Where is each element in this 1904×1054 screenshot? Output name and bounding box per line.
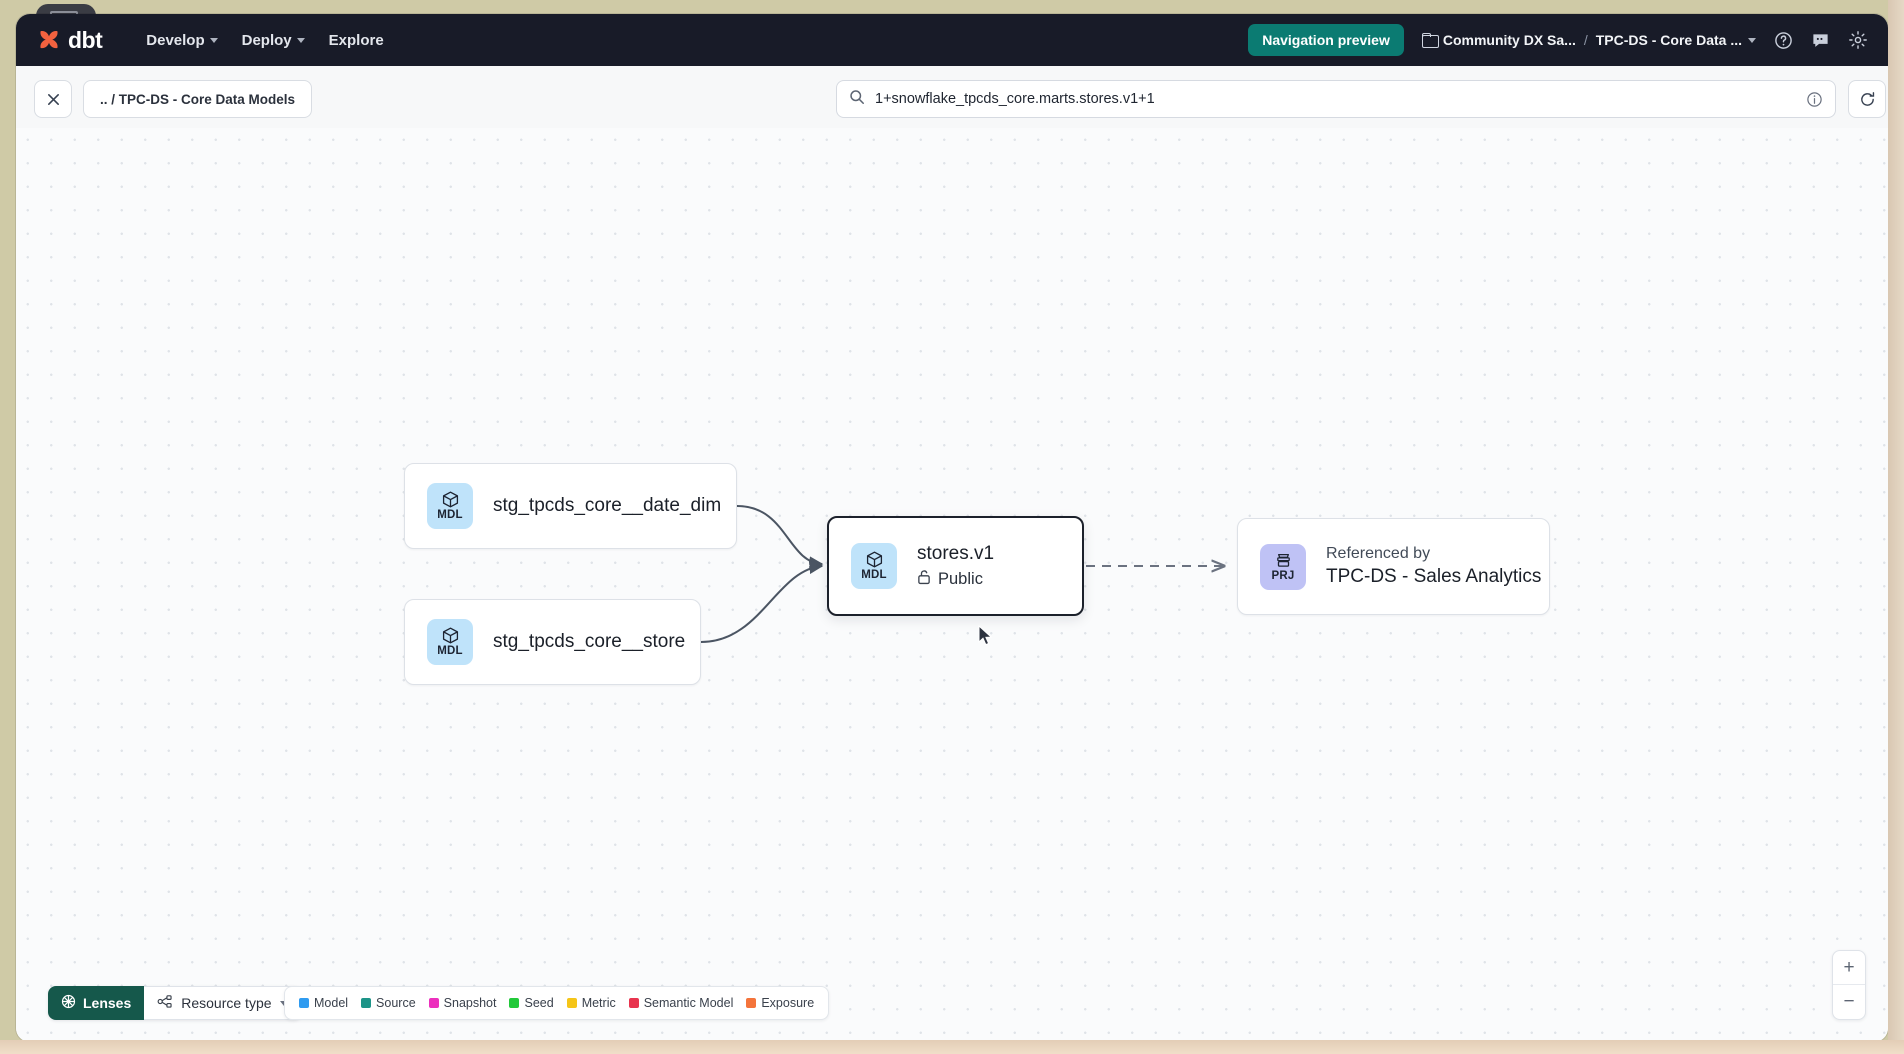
- breadcrumb-chip[interactable]: .. / TPC-DS - Core Data Models: [83, 80, 313, 118]
- resource-type-dropdown[interactable]: Resource type: [144, 986, 302, 1020]
- node-kicker: Referenced by: [1326, 545, 1431, 562]
- brand-text: dbt: [68, 26, 103, 53]
- nav-item-explore-label: Explore: [328, 31, 384, 49]
- node-label-wrap: Referenced by TPC-DS - Sales Analytics: [1326, 545, 1542, 588]
- edge-store-to-stores: [700, 560, 824, 643]
- model-badge-label: MDL: [861, 569, 887, 582]
- window-edge-bottom: [0, 1040, 1904, 1054]
- chevron-down-icon: [209, 37, 218, 43]
- legend-label: Snapshot: [443, 996, 497, 1010]
- nav-item-develop-label: Develop: [146, 31, 205, 49]
- search-icon: [849, 89, 865, 110]
- refresh-button[interactable]: [1848, 80, 1886, 118]
- legend-label: Seed: [524, 996, 554, 1010]
- legend-item-exposure[interactable]: Exposure: [746, 996, 814, 1010]
- edge-date-dim-to-stores: [736, 505, 824, 571]
- lineage-legend: Model Source Snapshot Seed Metric: [284, 986, 830, 1020]
- breadcrumb-project-label: TPC-DS - Core Data ...: [1595, 32, 1742, 48]
- node-label-wrap: stg_tpcds_core__store: [493, 631, 686, 653]
- resource-type-label: Resource type: [181, 995, 272, 1011]
- model-badge-label: MDL: [437, 509, 463, 522]
- model-badge-label: MDL: [437, 645, 463, 658]
- info-icon[interactable]: [1806, 91, 1823, 108]
- legend-label: Semantic Model: [643, 996, 734, 1010]
- feedback-icon[interactable]: [1811, 31, 1830, 50]
- legend-item-semantic-model[interactable]: Semantic Model: [628, 996, 734, 1010]
- legend-swatch: [628, 998, 639, 1008]
- node-title: stg_tpcds_core__date_dim: [493, 495, 722, 516]
- model-badge: MDL: [427, 619, 473, 665]
- legend-swatch: [509, 998, 520, 1008]
- breadcrumb-project[interactable]: TPC-DS - Core Data ...: [1596, 32, 1756, 48]
- breadcrumb: Community DX Sa... / TPC-DS - Core Data …: [1421, 32, 1756, 48]
- legend-item-model[interactable]: Model: [299, 996, 348, 1010]
- chevron-down-icon: [279, 1000, 288, 1006]
- project-badge: PRJ: [1260, 543, 1306, 590]
- node-access-badge: Public: [917, 569, 994, 590]
- dbt-mark-icon: [36, 27, 62, 53]
- lineage-node-model[interactable]: MDL stg_tpcds_core__store: [404, 599, 701, 685]
- lineage-node-model[interactable]: MDL stg_tpcds_core__date_dim: [404, 463, 737, 549]
- help-circle-icon[interactable]: [1774, 31, 1793, 50]
- node-access-label: Public: [938, 569, 983, 588]
- model-badge: MDL: [851, 543, 897, 589]
- unlock-icon: [917, 569, 931, 590]
- lineage-edges: [700, 505, 1888, 643]
- nav-item-deploy[interactable]: Deploy: [230, 26, 317, 55]
- app-frame: dbt Develop Deploy Explore Navigation pr…: [16, 14, 1888, 1042]
- lenses-button-label: Lenses: [83, 995, 132, 1011]
- breadcrumb-account[interactable]: Community DX Sa...: [1421, 32, 1576, 48]
- nav-item-explore[interactable]: Explore: [317, 26, 396, 55]
- lenses-button[interactable]: Lenses: [48, 986, 145, 1020]
- legend-swatch: [299, 998, 309, 1008]
- legend-label: Metric: [581, 996, 616, 1010]
- node-title: stores.v1: [917, 542, 995, 564]
- nav-icon-group: [1774, 30, 1868, 50]
- close-button[interactable]: [34, 80, 72, 118]
- nodes-icon: [157, 994, 173, 1012]
- legend-item-snapshot[interactable]: Snapshot: [428, 996, 497, 1010]
- zoom-controls: + −: [1832, 950, 1866, 1020]
- node-label-wrap: stores.v1 Public: [917, 543, 994, 590]
- navigation-preview-button[interactable]: Navigation preview: [1248, 24, 1404, 56]
- node-title: TPC-DS - Sales Analytics: [1326, 566, 1542, 587]
- legend-item-source[interactable]: Source: [361, 996, 416, 1010]
- legend-swatch: [428, 998, 439, 1008]
- model-badge: MDL: [427, 483, 473, 529]
- legend-label: Model: [314, 996, 349, 1010]
- zoom-in-button[interactable]: +: [1833, 951, 1865, 985]
- lineage-search-bar[interactable]: [836, 80, 1836, 118]
- chevron-down-icon: [296, 37, 305, 43]
- nav-item-develop[interactable]: Develop: [134, 26, 229, 55]
- lineage-node-project[interactable]: PRJ Referenced by TPC-DS - Sales Analyti…: [1237, 518, 1550, 615]
- top-navigation-bar: dbt Develop Deploy Explore Navigation pr…: [16, 14, 1888, 66]
- project-badge-label: PRJ: [1271, 569, 1295, 582]
- legend-item-seed[interactable]: Seed: [509, 996, 554, 1010]
- zoom-out-button[interactable]: −: [1843, 991, 1855, 1012]
- legend-swatch: [566, 998, 577, 1008]
- breadcrumb-account-label: Community DX Sa...: [1442, 32, 1576, 48]
- lineage-canvas[interactable]: MDL stg_tpcds_core__date_dim MDL stg_tpc…: [16, 128, 1888, 1042]
- gear-icon[interactable]: [1848, 30, 1868, 50]
- lenses-control-group: Lenses Resource type: [48, 986, 302, 1020]
- node-label-wrap: stg_tpcds_core__date_dim: [493, 495, 722, 517]
- window-edge-right: [1888, 0, 1904, 1054]
- nav-item-deploy-label: Deploy: [241, 31, 292, 49]
- legend-item-metric[interactable]: Metric: [566, 996, 616, 1010]
- legend-label: Exposure: [761, 996, 815, 1010]
- chevron-down-icon: [1748, 37, 1756, 43]
- breadcrumb-separator: /: [1583, 32, 1588, 48]
- legend-swatch: [361, 998, 372, 1008]
- node-title: stg_tpcds_core__store: [493, 631, 686, 652]
- lineage-toolbar: .. / TPC-DS - Core Data Models: [16, 66, 1888, 128]
- legend-label: Source: [376, 996, 416, 1010]
- lens-icon: [61, 994, 76, 1012]
- dbt-logo[interactable]: dbt: [36, 26, 103, 54]
- folder-icon: [1421, 33, 1439, 48]
- legend-swatch: [746, 998, 757, 1008]
- lineage-node-selected[interactable]: MDL stores.v1 Public: [827, 516, 1084, 616]
- search-input[interactable]: [875, 91, 1796, 107]
